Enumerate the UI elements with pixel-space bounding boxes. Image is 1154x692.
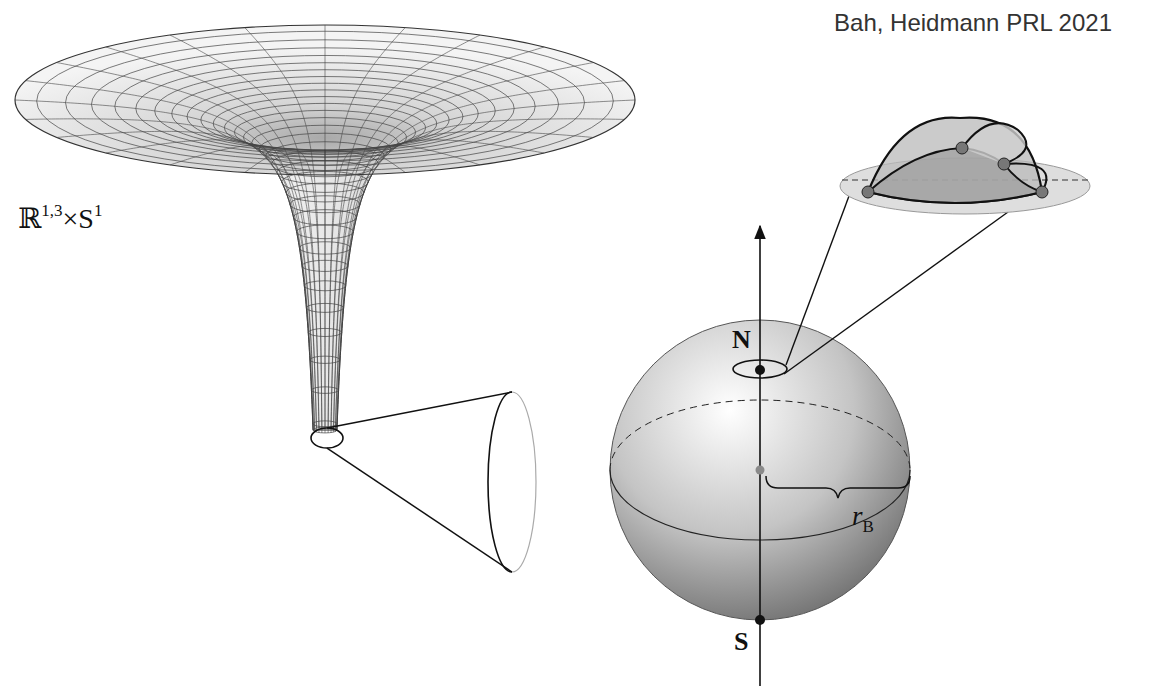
grid-meridian	[245, 28, 322, 428]
graph-vertex	[998, 158, 1010, 170]
grid-meridian	[337, 81, 625, 430]
script-index: 1,3	[41, 201, 62, 220]
bubble-region	[868, 118, 1042, 203]
bubble-edge	[962, 123, 1026, 164]
script-index: 1	[94, 201, 103, 220]
inset-leader	[786, 188, 852, 365]
north-pole-dot	[755, 365, 765, 375]
pole-zoom-spot	[733, 360, 787, 378]
grid-meridian	[170, 35, 319, 427]
graph-vertex	[956, 142, 968, 154]
grid-meridian	[337, 119, 625, 431]
label-text: S	[734, 627, 748, 656]
grid-meridian	[57, 131, 315, 431]
grid-meridian	[333, 47, 544, 428]
citation: Bah, Heidmann PRL 2021	[834, 10, 1112, 36]
radius-label: rB	[852, 502, 874, 532]
radius-brace	[766, 476, 910, 498]
zoom-cone-back	[512, 392, 536, 572]
bubble-graph	[862, 118, 1048, 203]
south-pole-dot	[755, 615, 765, 625]
inset-leader	[784, 212, 1008, 374]
zoom-cone-front	[488, 392, 512, 572]
grid-meridian	[335, 63, 593, 429]
zoom-cone-line	[327, 448, 512, 572]
center-dot	[756, 466, 765, 475]
grid-meridian	[328, 149, 405, 433]
grid-meridian	[337, 100, 635, 430]
grid-meridian	[106, 47, 317, 428]
grid-meridian	[15, 100, 313, 430]
funnel-grid	[15, 25, 635, 433]
grid-meridian	[26, 119, 314, 431]
grid-meridian	[57, 63, 315, 429]
grid-meridian	[26, 81, 314, 430]
grid-meridian	[328, 28, 405, 428]
pole-label: S	[734, 628, 748, 657]
label-text: ℝ	[18, 203, 41, 234]
grid-meridian	[331, 35, 480, 427]
graph-vertex	[1036, 186, 1048, 198]
pole-label: N	[732, 326, 751, 355]
label-text: r	[852, 501, 863, 531]
grid-meridian	[331, 145, 480, 432]
spacetime-label: ℝ1,3×S1	[18, 204, 102, 235]
label-text: Bah, Heidmann PRL 2021	[834, 9, 1112, 36]
grid-meridian	[325, 25, 326, 427]
grid-meridian	[335, 131, 593, 431]
script-index: B	[863, 517, 874, 536]
grid-meridian	[170, 145, 319, 432]
graph-vertex	[862, 186, 874, 198]
zoom-cone-line	[327, 392, 512, 428]
label-text: N	[732, 325, 751, 354]
label-text: ×S	[63, 203, 94, 234]
zoom-spot	[311, 428, 343, 448]
